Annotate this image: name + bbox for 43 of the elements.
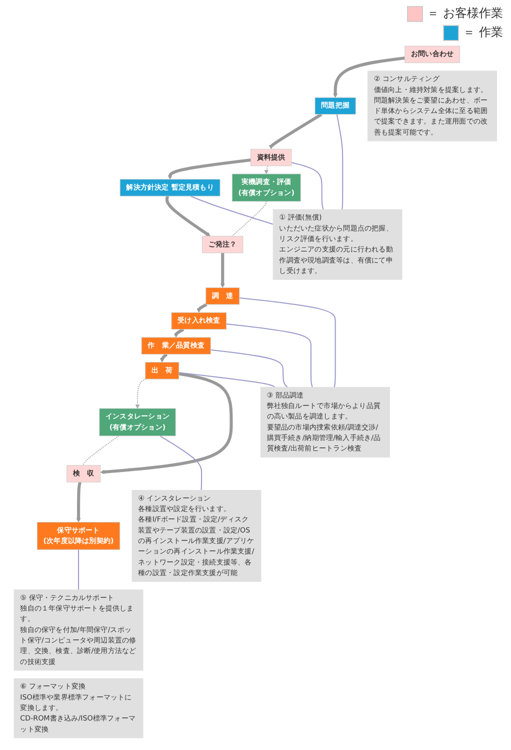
- node-box: [272, 209, 402, 280]
- node-box: [404, 46, 460, 64]
- node-box: [14, 589, 144, 671]
- arrow: [264, 166, 269, 174]
- legend-text: ＝ 作業: [463, 24, 503, 41]
- node-box: [132, 490, 262, 582]
- connector: [291, 162, 324, 210]
- connector: [210, 349, 288, 388]
- arrow: [220, 252, 225, 288]
- node-box: [141, 337, 211, 354]
- arrow: [76, 481, 82, 522]
- node-box: [145, 362, 180, 380]
- node-box: [120, 179, 220, 196]
- node-box: [37, 522, 120, 550]
- arrow: [160, 353, 168, 362]
- connector: [178, 372, 276, 388]
- arrow: [268, 113, 322, 150]
- connector: [190, 196, 274, 225]
- connector: [232, 201, 267, 237]
- node-box: [232, 174, 301, 202]
- connector: [160, 435, 202, 490]
- arrow: [135, 378, 146, 409]
- node-box: [66, 465, 101, 482]
- arrow: [166, 196, 211, 236]
- connector: [239, 297, 336, 388]
- node-box: [171, 312, 227, 330]
- node-box: [202, 236, 244, 254]
- arrow: [196, 303, 208, 313]
- node-box: [314, 97, 356, 115]
- legend-text: ＝ お客様作業: [427, 5, 503, 22]
- connector: [78, 550, 80, 590]
- arrow: [168, 158, 252, 180]
- connector: [336, 114, 344, 210]
- connector: [226, 323, 313, 388]
- node-box: [368, 70, 498, 142]
- arrow: [333, 56, 406, 98]
- node-box: [260, 386, 390, 458]
- node-box: [206, 287, 240, 305]
- arrow: [174, 328, 184, 338]
- node-box: [99, 408, 176, 436]
- connector: [83, 436, 119, 466]
- node-box: [250, 148, 292, 166]
- node-box: [14, 678, 144, 738]
